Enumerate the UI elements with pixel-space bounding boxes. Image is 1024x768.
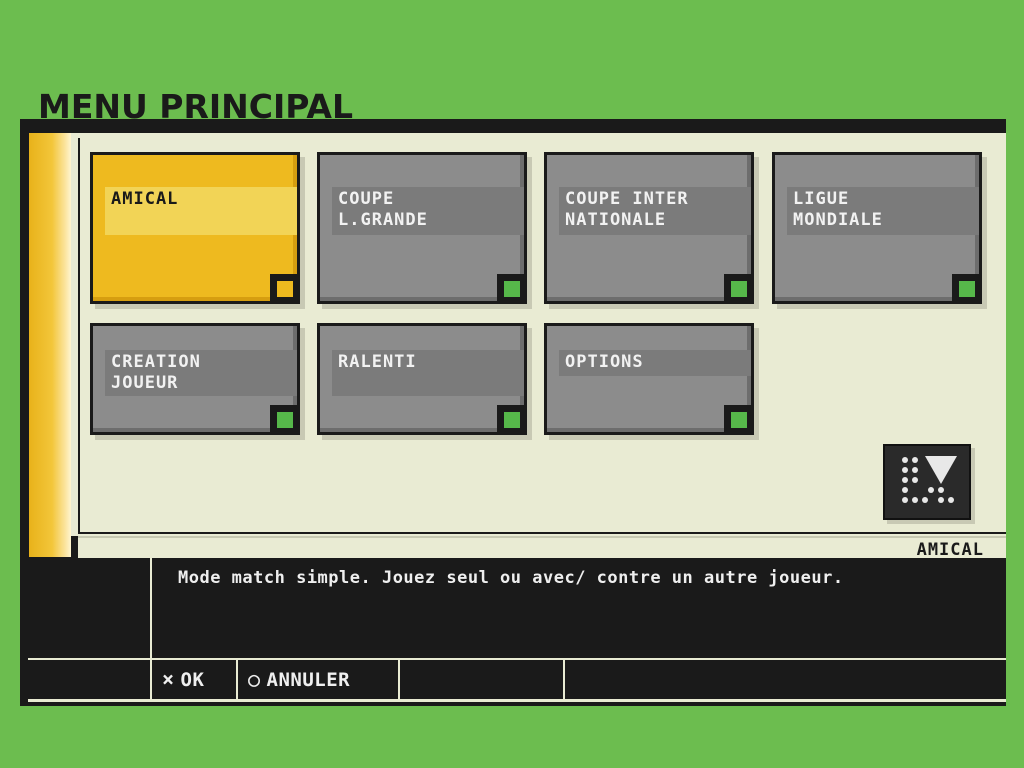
menu-panel-border [78, 138, 1006, 534]
ok-label: OK [180, 669, 205, 691]
tile-indicator-icon [497, 405, 527, 435]
tile-indicator-icon [270, 405, 300, 435]
menu-tile-ligue-mondiale[interactable]: LIGUE MONDIALE [772, 152, 982, 304]
controls-empty-slot [563, 658, 1006, 702]
mode-description: Mode match simple. Jouez seul ou avec/ c… [178, 568, 844, 588]
menu-tile-coupe-lgrande[interactable]: COUPE L.GRANDE [317, 152, 527, 304]
cancel-label: ANNULER [266, 669, 351, 691]
menu-tile-label: OPTIONS [559, 350, 751, 376]
circle-icon: ○ [248, 667, 261, 691]
menu-tile-options[interactable]: OPTIONS [544, 323, 754, 435]
tile-indicator-icon [952, 274, 982, 304]
current-selection-label: AMICAL [916, 540, 984, 560]
cancel-button[interactable]: ○ANNULER [236, 658, 398, 702]
game-logo-icon [883, 444, 971, 520]
controls-empty-slot [398, 658, 563, 702]
menu-tile-label: AMICAL [105, 187, 297, 235]
menu-tile-creation-joueur[interactable]: CREATION JOUEUR [90, 323, 300, 435]
tile-indicator-icon [724, 274, 754, 304]
menu-tile-label: CREATION JOUEUR [105, 350, 297, 396]
menu-tile-label: LIGUE MONDIALE [787, 187, 979, 235]
cross-icon: × [162, 667, 175, 691]
current-selection-strip [78, 536, 1006, 558]
tile-indicator-icon [724, 405, 754, 435]
accent-stripe [29, 133, 71, 557]
menu-tile-coupe-internationale[interactable]: COUPE INTER NATIONALE [544, 152, 754, 304]
controls-bar [28, 658, 1006, 702]
description-area [150, 558, 1006, 658]
tile-indicator-icon [497, 274, 527, 304]
menu-tile-amical[interactable]: AMICAL [90, 152, 300, 304]
menu-tile-label: COUPE L.GRANDE [332, 187, 524, 235]
tile-indicator-icon [270, 274, 300, 304]
menu-tile-label: COUPE INTER NATIONALE [559, 187, 751, 235]
ok-button[interactable]: ×OK [150, 658, 236, 702]
menu-tile-ralenti[interactable]: RALENTI [317, 323, 527, 435]
menu-tile-label: RALENTI [332, 350, 524, 396]
